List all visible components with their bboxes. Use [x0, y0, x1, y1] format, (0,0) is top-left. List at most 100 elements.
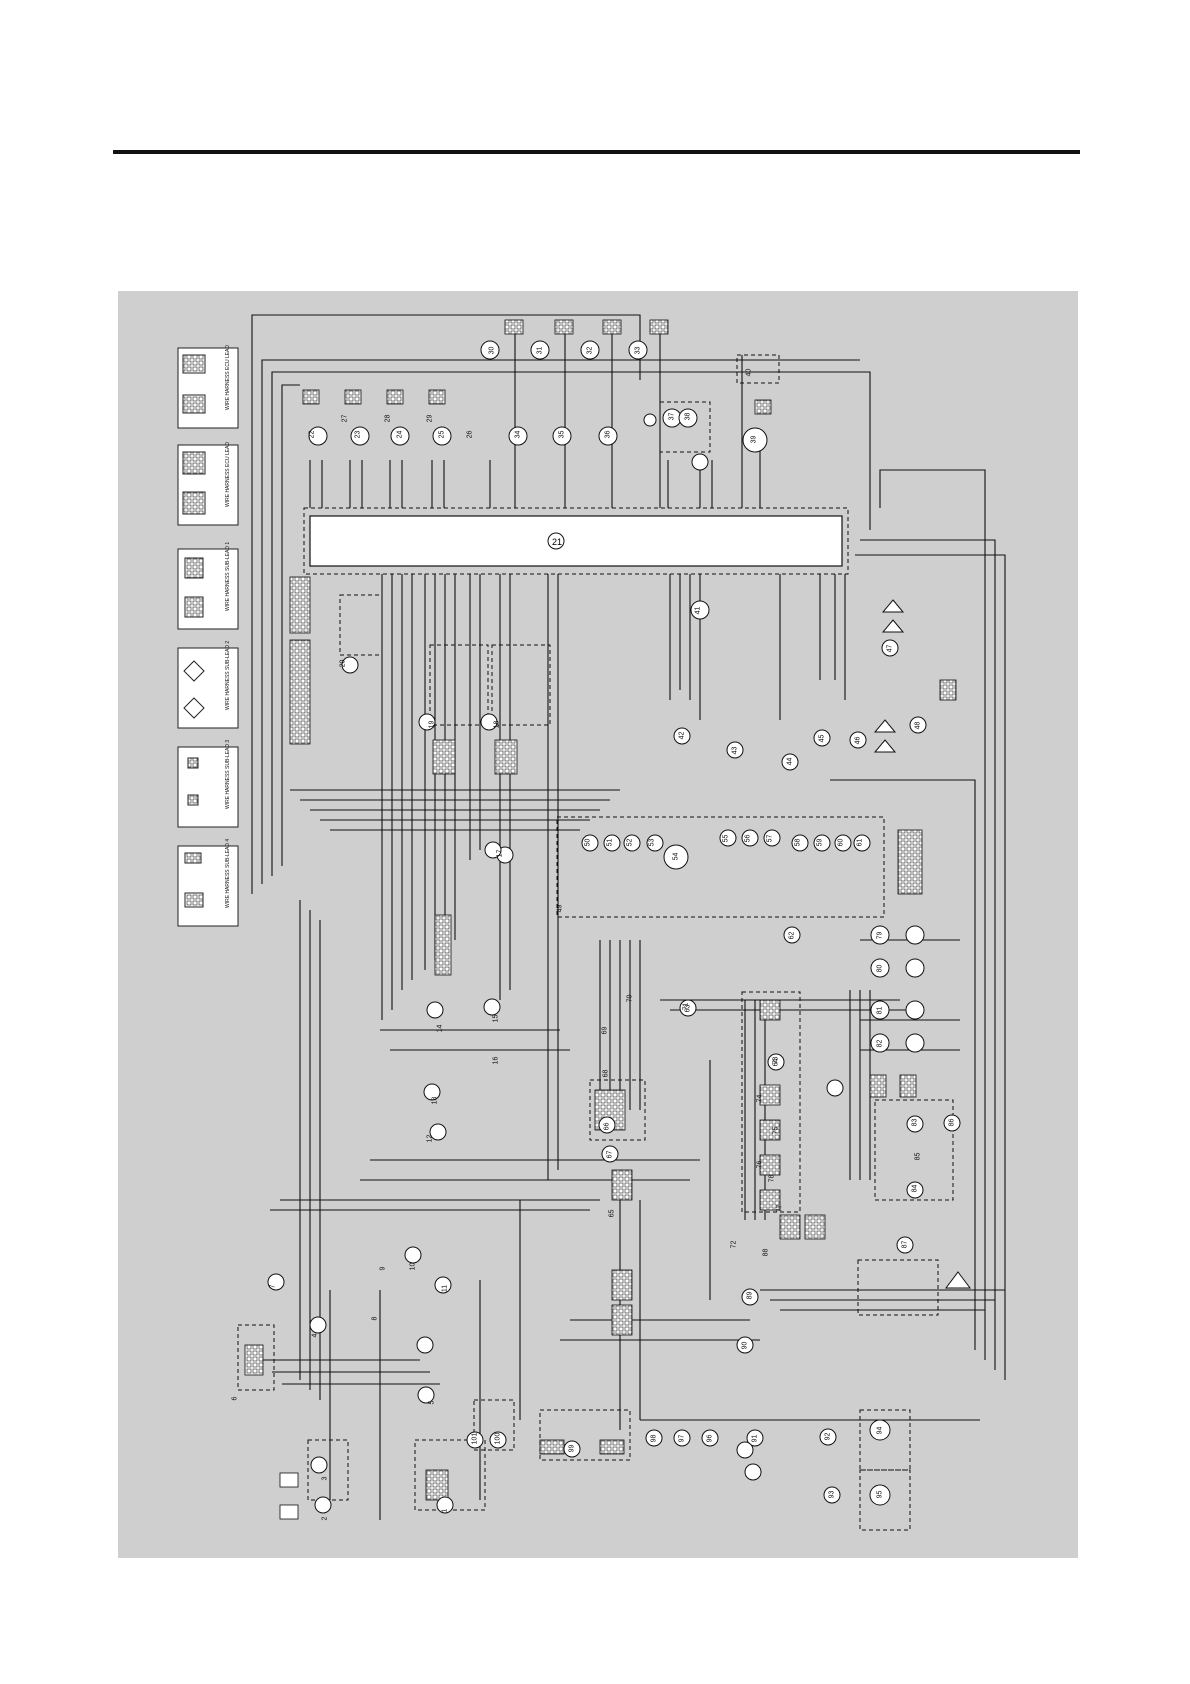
header-rule [113, 150, 1080, 154]
component-number: 101 [471, 1432, 479, 1445]
component-number: 96 [706, 1434, 714, 1443]
component-number: 53 [648, 838, 656, 847]
component-number: 8 [371, 1316, 379, 1321]
component-number: 37 [668, 412, 676, 421]
component-number: 43 [731, 746, 739, 755]
component-number: 51 [606, 838, 614, 847]
legend-label: WIRE HARNESS [225, 468, 231, 507]
component-number: 41 [694, 606, 702, 615]
legend-box-4 [177, 548, 239, 630]
legend-label: WIRE HARNESS [225, 671, 231, 710]
component-number: 33 [634, 346, 642, 355]
component-number: 49 [556, 904, 564, 913]
component-number: 36 [604, 430, 612, 439]
component-number: 62 [788, 931, 796, 940]
component-number: 76 [756, 1160, 764, 1169]
component-number: 95 [876, 1490, 884, 1499]
component-number: 10 [409, 1262, 417, 1271]
legend-box-6 [177, 347, 239, 429]
legend-label: WIRE HARNESS [225, 869, 231, 908]
triangle-indicators [873, 599, 971, 1289]
round-components [267, 340, 961, 1514]
component-number: 71 [682, 1002, 690, 1011]
component-number: 38 [684, 412, 692, 421]
component-number: 19 [428, 720, 436, 729]
component-number: 74 [756, 1094, 764, 1103]
component-number: 56 [744, 834, 752, 843]
component-number: 98 [650, 1434, 658, 1443]
legend-label: SUB-LEAD 2 [225, 640, 231, 670]
legend-label: SUB-LEAD 4 [225, 838, 231, 868]
component-number: 45 [818, 734, 826, 743]
component-number: 2 [321, 1516, 329, 1521]
component-number: 17 [496, 849, 504, 858]
component-number: 7 [269, 1284, 277, 1289]
component-number: 88 [762, 1248, 770, 1257]
ecu-label: 21 [552, 537, 562, 547]
wiring-diagram-panel [118, 291, 1078, 1558]
component-number: 87 [901, 1240, 909, 1249]
component-number: 86 [948, 1118, 956, 1127]
component-number: 66 [603, 1122, 611, 1131]
component-number: 91 [751, 1434, 759, 1443]
legend-label: ECU LEAD [225, 344, 231, 370]
component-number: 59 [816, 838, 824, 847]
component-number: 99 [568, 1444, 576, 1453]
component-number: 61 [856, 838, 864, 847]
component-number: 94 [876, 1426, 884, 1435]
legend-box-1 [177, 845, 239, 927]
component-number: 84 [911, 1184, 919, 1193]
component-number: 48 [914, 721, 922, 730]
component-number: 80 [876, 964, 884, 973]
component-number: 39 [750, 435, 758, 444]
component-number: 89 [746, 1291, 754, 1300]
legend-label: ECU LEAD [225, 441, 231, 467]
component-number: 52 [626, 838, 634, 847]
legend-box-2 [177, 746, 239, 828]
component-number: 15 [492, 1014, 500, 1023]
component-number: 30 [488, 346, 496, 355]
component-number: 14 [436, 1024, 444, 1033]
component-number: 26 [466, 430, 474, 439]
component-number: 18 [493, 720, 501, 729]
component-number: 54 [672, 852, 680, 861]
component-number: 78 [768, 1174, 776, 1183]
component-number: 27 [341, 414, 349, 423]
legend-label: SUB-LEAD 1 [225, 541, 231, 571]
component-number: 65 [608, 1209, 616, 1218]
component-number: 60 [837, 838, 845, 847]
component-number: 79 [876, 931, 884, 940]
component-number: 55 [722, 834, 730, 843]
component-number: 77 [776, 1204, 784, 1213]
component-number: 44 [786, 757, 794, 766]
component-number: 81 [876, 1006, 884, 1015]
component-number: 11 [441, 1284, 449, 1293]
component-number: 28 [384, 414, 392, 423]
component-number: 69 [601, 1026, 609, 1035]
ecu-module: 21 [303, 507, 849, 575]
component-number: 92 [824, 1432, 832, 1441]
component-number: 31 [536, 346, 544, 355]
component-number: 13 [431, 1096, 439, 1105]
component-number: 83 [911, 1118, 919, 1127]
component-number: 57 [766, 834, 774, 843]
component-number: 25 [438, 430, 446, 439]
component-number: 82 [876, 1039, 884, 1048]
component-number: 73 [772, 1056, 780, 1065]
component-number: 12 [426, 1134, 434, 1143]
component-number: 3 [321, 1476, 329, 1481]
component-number: 93 [828, 1490, 836, 1499]
component-number: 20 [339, 659, 347, 668]
component-number: 72 [730, 1240, 738, 1249]
connector-legend [177, 347, 239, 927]
component-number: 67 [606, 1150, 614, 1159]
component-number: 23 [354, 430, 362, 439]
component-number: 50 [584, 838, 592, 847]
legend-label: WIRE HARNESS [225, 770, 231, 809]
component-number: 75 [772, 1126, 780, 1135]
component-number: 58 [794, 838, 802, 847]
component-number: 16 [492, 1056, 500, 1065]
component-number: 24 [396, 430, 404, 439]
component-number: 85 [914, 1152, 922, 1161]
